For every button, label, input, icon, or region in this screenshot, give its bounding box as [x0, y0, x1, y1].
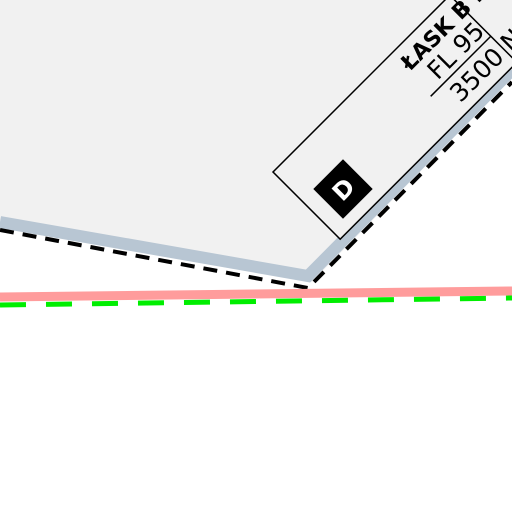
green-boundary-line [0, 295, 512, 308]
airspace-zone-boundary [0, 80, 512, 291]
airspace-limit-divider [430, 35, 492, 97]
red-boundary-line [0, 286, 512, 302]
airspace-zone-edge-band [0, 65, 512, 283]
